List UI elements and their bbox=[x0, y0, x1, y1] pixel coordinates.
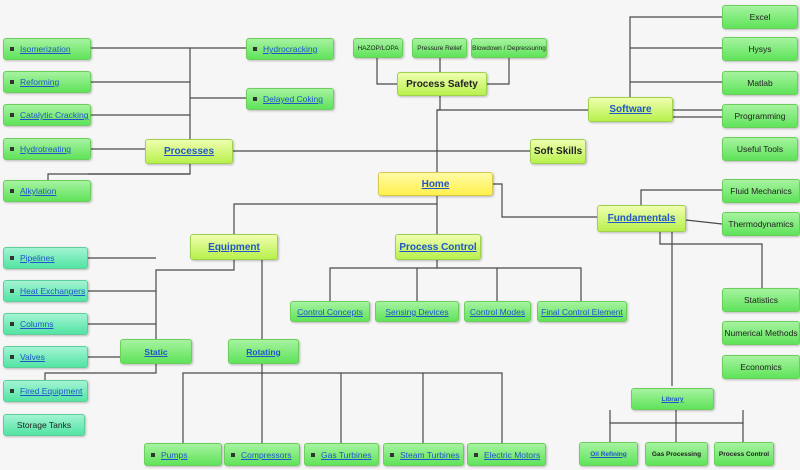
static-hub[interactable]: Static bbox=[120, 339, 192, 364]
fundamentals-item-economics[interactable]: Economics bbox=[722, 355, 800, 379]
software-hub[interactable]: Software bbox=[588, 97, 673, 122]
processes-item-isomerization[interactable]: Isomerization bbox=[3, 38, 91, 60]
bullet-icon bbox=[10, 80, 14, 84]
bullet-icon bbox=[10, 389, 14, 393]
home-hub[interactable]: Home bbox=[378, 172, 493, 196]
safety-item-blowdown[interactable]: Blowdown / Depressuring bbox=[471, 38, 547, 58]
processes-hub[interactable]: Processes bbox=[145, 139, 233, 164]
bullet-icon bbox=[151, 452, 155, 457]
static-item-columns[interactable]: Columns bbox=[3, 313, 88, 335]
safety-item-pressure-relief[interactable]: Pressure Relief bbox=[412, 38, 467, 58]
bullet-icon bbox=[311, 452, 315, 457]
fundamentals-item-statistics[interactable]: Statistics bbox=[722, 288, 800, 312]
rotating-hub[interactable]: Rotating bbox=[228, 339, 299, 364]
bullet-icon bbox=[10, 322, 14, 326]
rotating-item-gas-turbines[interactable]: Gas Turbines bbox=[304, 443, 379, 466]
software-item-hysys[interactable]: Hysys bbox=[722, 37, 798, 61]
process-control-hub[interactable]: Process Control bbox=[395, 234, 481, 260]
processes-item-alkylation[interactable]: Alkylation bbox=[3, 180, 91, 202]
static-item-storage-tanks[interactable]: Storage Tanks bbox=[3, 414, 85, 436]
bullet-icon bbox=[10, 47, 14, 51]
software-item-matlab[interactable]: Matlab bbox=[722, 71, 798, 95]
safety-item-hazop-lopa[interactable]: HAZOP/LOPA bbox=[353, 38, 403, 58]
bullet-icon bbox=[10, 355, 14, 359]
processes-item-catalytic-cracking[interactable]: Catalytic Cracking bbox=[3, 104, 91, 126]
static-item-pipelines[interactable]: Pipelines bbox=[3, 247, 88, 269]
static-item-valves[interactable]: Valves bbox=[3, 346, 88, 368]
control-item-final-element[interactable]: Final Control Element bbox=[537, 301, 627, 322]
control-item-sensing-devices[interactable]: Sensing Devices bbox=[375, 301, 459, 322]
processes-item-reforming[interactable]: Reforming bbox=[3, 71, 91, 93]
processes-item-hydrocracking[interactable]: Hydrocracking bbox=[246, 38, 334, 60]
equipment-hub[interactable]: Equipment bbox=[190, 234, 278, 260]
library-hub[interactable]: Library bbox=[631, 388, 714, 410]
processes-item-delayed-coking[interactable]: Delayed Coking bbox=[246, 88, 334, 110]
fundamentals-item-thermodynamics[interactable]: Thermodynamics bbox=[722, 212, 800, 236]
bullet-icon bbox=[10, 189, 14, 193]
software-item-programming[interactable]: Programming bbox=[722, 104, 798, 128]
control-item-control-modes[interactable]: Control Modes bbox=[464, 301, 531, 322]
software-item-excel[interactable]: Excel bbox=[722, 5, 798, 29]
bullet-icon bbox=[10, 147, 14, 151]
software-item-useful-tools[interactable]: Useful Tools bbox=[722, 137, 798, 161]
bullet-icon bbox=[390, 452, 394, 457]
rotating-item-steam-turbines[interactable]: Steam Turbines bbox=[383, 443, 464, 466]
control-item-concepts[interactable]: Control Concepts bbox=[290, 301, 370, 322]
processes-item-hydrotreating[interactable]: Hydrotreating bbox=[3, 138, 91, 160]
fundamentals-hub[interactable]: Fundamentals bbox=[597, 205, 686, 232]
library-item-gas-processing[interactable]: Gas Processing bbox=[645, 442, 708, 466]
library-item-oil-refining[interactable]: Oil Refining bbox=[579, 442, 638, 466]
bullet-icon bbox=[253, 47, 257, 51]
fundamentals-item-fluid-mechanics[interactable]: Fluid Mechanics bbox=[722, 179, 800, 203]
bullet-icon bbox=[10, 289, 14, 293]
bullet-icon bbox=[474, 452, 478, 457]
rotating-item-pumps[interactable]: Pumps bbox=[144, 443, 222, 466]
rotating-item-electric-motors[interactable]: Electric Motors bbox=[467, 443, 546, 466]
static-item-fired-equipment[interactable]: Fired Equipment bbox=[3, 380, 88, 402]
fundamentals-item-numerical-methods[interactable]: Numerical Methods bbox=[722, 321, 800, 345]
bullet-icon bbox=[10, 113, 14, 117]
rotating-item-compressors[interactable]: Compressors bbox=[224, 443, 300, 466]
library-item-process-control[interactable]: Process Control bbox=[714, 442, 774, 466]
process-safety-hub[interactable]: Process Safety bbox=[397, 72, 487, 96]
soft-skills-hub[interactable]: Soft Skills bbox=[530, 139, 586, 164]
bullet-icon bbox=[10, 256, 14, 260]
bullet-icon bbox=[231, 452, 235, 457]
bullet-icon bbox=[253, 97, 257, 101]
static-item-heat-exchangers[interactable]: Heat Exchangers bbox=[3, 280, 88, 302]
